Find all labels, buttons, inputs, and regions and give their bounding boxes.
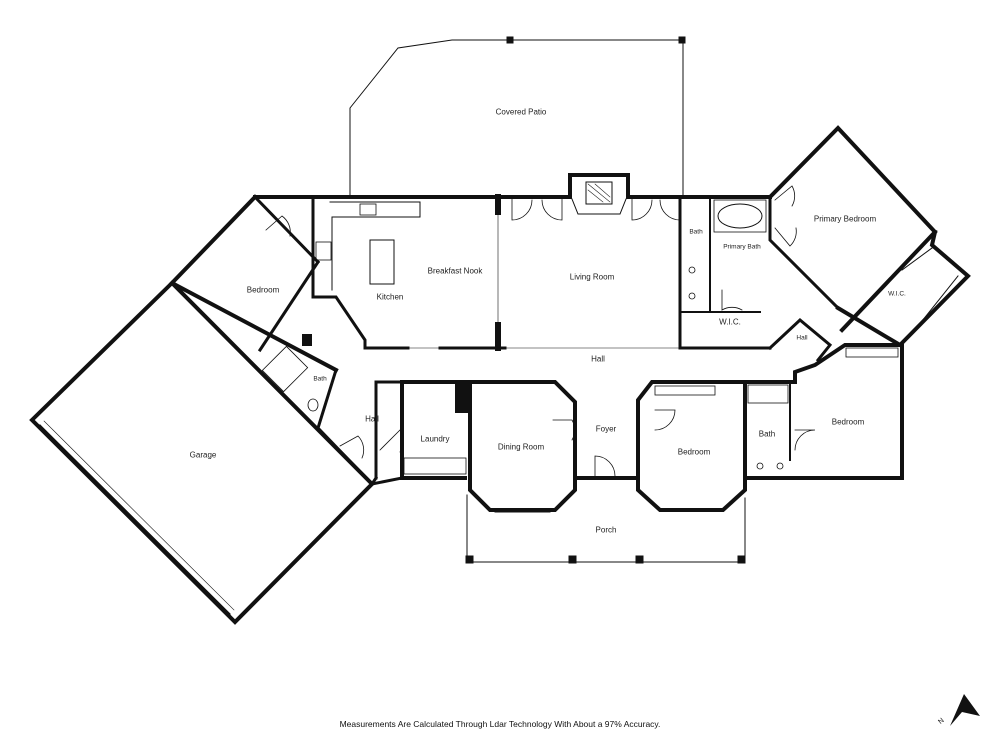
wall-primary-bedroom bbox=[767, 125, 938, 333]
wall-dining bbox=[468, 380, 577, 512]
wall-wic-east bbox=[835, 229, 971, 348]
bathtub-west bbox=[261, 345, 309, 393]
porch-post bbox=[737, 555, 746, 564]
fireplace-hatch bbox=[587, 189, 604, 203]
label-bath-primary-small: Bath bbox=[689, 228, 703, 236]
door-swing bbox=[659, 198, 681, 221]
porch-post bbox=[635, 555, 644, 564]
door-swing bbox=[541, 198, 563, 221]
wall-bedroom-east bbox=[743, 343, 904, 480]
door-swing bbox=[552, 419, 576, 441]
compass-arrow-icon bbox=[950, 694, 980, 726]
laundry-counter bbox=[403, 457, 467, 475]
label-covered-patio: Covered Patio bbox=[495, 107, 547, 117]
wall-kitchen-west bbox=[311, 195, 410, 350]
door-swing bbox=[774, 227, 797, 247]
label-primary-bedroom: Primary Bedroom bbox=[813, 214, 877, 224]
sink bbox=[688, 292, 696, 300]
patio-outline bbox=[349, 39, 684, 196]
label-hall-center: Hall bbox=[591, 354, 605, 364]
sink bbox=[688, 266, 696, 274]
hearth bbox=[571, 198, 627, 215]
closet bbox=[654, 385, 716, 396]
label-porch: Porch bbox=[595, 525, 617, 535]
label-bath-east: Bath bbox=[758, 429, 776, 439]
label-bedroom-west: Bedroom bbox=[246, 285, 280, 295]
kitchen-island bbox=[369, 239, 395, 285]
patio-post bbox=[506, 36, 514, 44]
label-kitchen: Kitchen bbox=[376, 292, 404, 302]
wall-primary-bath-east bbox=[768, 195, 841, 311]
label-wic-east: W.I.C. bbox=[888, 290, 906, 298]
wall-laundry bbox=[400, 380, 472, 480]
bathtub-east bbox=[747, 384, 789, 404]
wic-shelf bbox=[901, 247, 933, 271]
label-bedroom-east: Bedroom bbox=[831, 417, 865, 427]
door-swing bbox=[511, 198, 533, 221]
wic-shelf bbox=[909, 275, 959, 337]
kitchen-sink bbox=[359, 203, 377, 216]
wall-hall-east bbox=[767, 318, 833, 363]
door-swing bbox=[631, 198, 653, 221]
tub-surround bbox=[713, 199, 767, 233]
wall-hall-west-3 bbox=[374, 380, 404, 480]
door-swing bbox=[654, 409, 676, 431]
accuracy-note: Measurements Are Calculated Through Ldar… bbox=[339, 719, 661, 729]
label-foyer: Foyer bbox=[595, 424, 617, 434]
kitchen-counter bbox=[329, 201, 421, 291]
bathtub bbox=[717, 203, 763, 229]
sink bbox=[776, 462, 784, 470]
label-laundry: Laundry bbox=[420, 434, 450, 444]
label-breakfast-nook: Breakfast Nook bbox=[427, 266, 483, 276]
sink bbox=[756, 462, 764, 470]
porch-post bbox=[568, 555, 577, 564]
closet bbox=[845, 347, 899, 358]
door-swing bbox=[339, 435, 365, 459]
garage-door bbox=[39, 424, 231, 615]
laundry-chase bbox=[455, 383, 469, 413]
label-dining-room: Dining Room bbox=[497, 442, 545, 452]
label-bedroom-center: Bedroom bbox=[677, 447, 711, 457]
bath-black-block bbox=[302, 334, 312, 346]
door-swing bbox=[794, 429, 816, 451]
label-wic-primary: W.I.C. bbox=[719, 317, 741, 327]
toilet bbox=[307, 398, 319, 412]
label-hall-east: Hall bbox=[796, 334, 808, 342]
fireplace bbox=[585, 181, 613, 205]
wall-hall-west bbox=[316, 368, 404, 486]
wall-bedroom-east bbox=[252, 194, 321, 265]
label-living-room: Living Room bbox=[569, 272, 615, 282]
patio-post bbox=[678, 36, 686, 44]
porch-post bbox=[465, 555, 474, 564]
garage-walls bbox=[29, 280, 375, 625]
garage-door bbox=[43, 420, 235, 611]
fireplace-hatch bbox=[587, 183, 611, 203]
label-garage: Garage bbox=[189, 450, 217, 460]
porch-outline bbox=[466, 494, 746, 563]
door-swing bbox=[774, 185, 796, 207]
door-swing bbox=[594, 455, 616, 477]
door-swing bbox=[721, 289, 743, 311]
label-bath-west: Bath bbox=[313, 375, 327, 383]
wall-north bbox=[253, 173, 772, 199]
door-swing bbox=[265, 215, 291, 237]
wall-bedroom-inner bbox=[257, 259, 321, 353]
label-hall-west: Hall bbox=[365, 414, 379, 424]
label-primary-bath: Primary Bath bbox=[723, 243, 761, 251]
kitchen-range bbox=[315, 241, 332, 261]
fireplace-hatch bbox=[594, 183, 611, 198]
door-swing bbox=[379, 429, 404, 453]
wall-bedroom-center bbox=[636, 380, 747, 512]
